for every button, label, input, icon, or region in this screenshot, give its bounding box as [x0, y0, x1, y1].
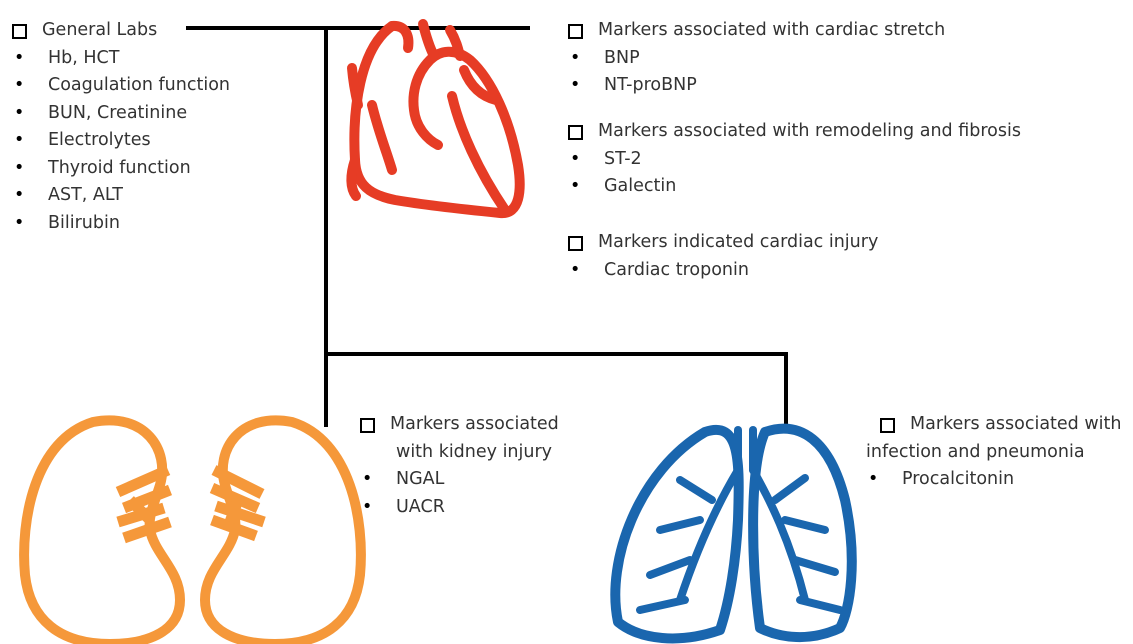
bullet-icon: •: [568, 257, 604, 285]
list-item: •UACR: [360, 494, 610, 522]
bullet-icon: •: [360, 466, 396, 494]
list-item: •ST-2: [568, 146, 1128, 174]
general-labs-block: General Labs •Hb, HCT •Coagulation funct…: [12, 17, 272, 237]
checkbox-icon: [568, 125, 583, 140]
lungs-icon: [615, 429, 851, 639]
lung-header: Markers associated with: [866, 411, 1131, 439]
lung-block: Markers associated with infection and pn…: [866, 411, 1131, 494]
bullet-icon: •: [12, 155, 48, 183]
bullet-icon: •: [12, 72, 48, 100]
bullet-icon: •: [360, 494, 396, 522]
list-item: •BNP: [568, 45, 1128, 73]
checkbox-icon: [880, 418, 895, 433]
remodeling-heading: Markers associated with remodeling and f…: [598, 118, 1021, 146]
cardiac-stretch-heading: Markers associated with cardiac stretch: [598, 17, 945, 45]
bullet-icon: •: [12, 127, 48, 155]
kidney-block: Markers associated with kidney injury •N…: [360, 411, 610, 521]
kidney-heading-line1: Markers associated: [390, 411, 559, 439]
bullet-icon: •: [568, 146, 604, 174]
lung-heading-line1: Markers associated with: [910, 411, 1121, 439]
checkbox-icon: [568, 24, 583, 39]
list-item: •Electrolytes: [12, 127, 272, 155]
list-item: •AST, ALT: [12, 182, 272, 210]
list-item: •BUN, Creatinine: [12, 100, 272, 128]
bullet-icon: •: [866, 466, 902, 494]
kidney-header: Markers associated: [360, 411, 610, 439]
list-item: •NGAL: [360, 466, 610, 494]
list-item: •Thyroid function: [12, 155, 272, 183]
list-item: •Cardiac troponin: [568, 257, 1128, 285]
cardiac-injury-heading: Markers indicated cardiac injury: [598, 229, 878, 257]
kidney-left-icon: [24, 420, 180, 644]
bullet-icon: •: [12, 100, 48, 128]
cardiac-stretch-block: Markers associated with cardiac stretch …: [568, 17, 1128, 100]
kidney-right-icon: [205, 420, 361, 644]
checkbox-icon: [12, 24, 27, 39]
bullet-icon: •: [12, 182, 48, 210]
remodeling-block: Markers associated with remodeling and f…: [568, 118, 1128, 201]
cardiac-injury-block: Markers indicated cardiac injury •Cardia…: [568, 229, 1128, 284]
checkbox-icon: [568, 236, 583, 251]
bullet-icon: •: [568, 45, 604, 73]
bullet-icon: •: [12, 45, 48, 73]
remodeling-header: Markers associated with remodeling and f…: [568, 118, 1128, 146]
bullet-icon: •: [568, 173, 604, 201]
general-labs-header: General Labs: [12, 17, 272, 45]
heart-icon: [351, 24, 519, 213]
list-item: •Procalcitonin: [866, 466, 1131, 494]
list-item: •Galectin: [568, 173, 1128, 201]
lung-heading-line2: infection and pneumonia: [866, 439, 1131, 467]
list-item: •Coagulation function: [12, 72, 272, 100]
list-item: •Bilirubin: [12, 210, 272, 238]
kidney-heading-line2: with kidney injury: [360, 439, 610, 467]
general-labs-heading: General Labs: [42, 17, 157, 45]
bullet-icon: •: [12, 210, 48, 238]
list-item: •NT-proBNP: [568, 72, 1128, 100]
checkbox-icon: [360, 418, 375, 433]
cardiac-injury-header: Markers indicated cardiac injury: [568, 229, 1128, 257]
bullet-icon: •: [568, 72, 604, 100]
cardiac-stretch-header: Markers associated with cardiac stretch: [568, 17, 1128, 45]
list-item: •Hb, HCT: [12, 45, 272, 73]
